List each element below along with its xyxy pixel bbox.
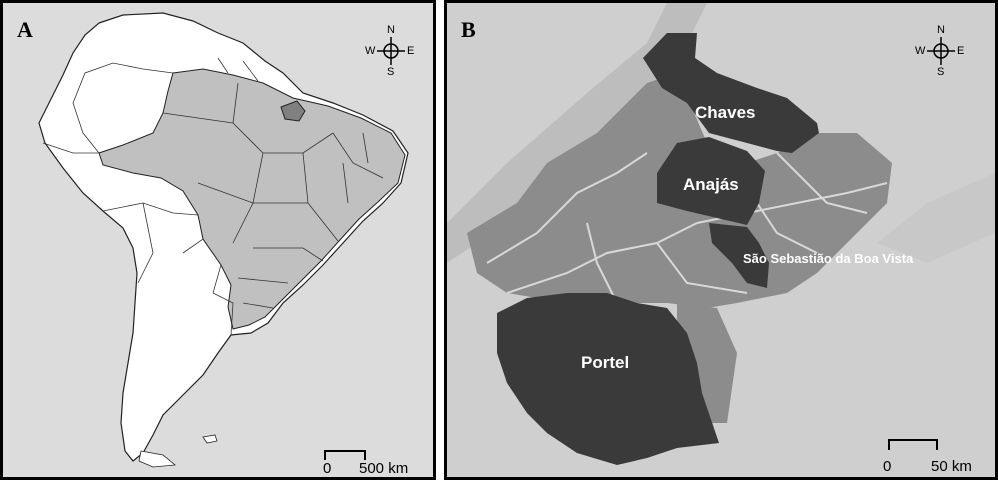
label-portel: Portel [581,353,630,372]
compass-s: S [387,66,395,78]
brazil-state-borders [162,82,384,309]
scale-bar-a [324,450,366,460]
compass-w: W [365,45,376,57]
country-borders [42,57,259,336]
compass-rose-a: N S E W [363,23,419,79]
scale-zero-a: 0 [323,460,332,477]
panel-a-south-america-map: A N S E W 0 500 km [0,0,436,480]
panel-b-letter: B [461,17,476,42]
compass-icon [377,37,405,65]
tierra-del-fuego [138,450,176,468]
compass-n: N [387,24,395,36]
label-sao-sebastiao: São Sebastião da Boa Vista [743,251,914,266]
panel-a-letter: A [17,17,33,42]
river-band [447,3,707,263]
compass-icon [927,37,955,65]
highlighted-state [280,100,306,122]
scale-value-a: 500 km [359,460,409,477]
compass-e: E [407,45,415,57]
compass-rose-b: N S E W [913,23,969,79]
panel-b-marajo-map: B N S E W Chaves Anajás São Sebastião da… [444,0,998,480]
south-america-map-svg [38,12,409,468]
region-chaves [643,33,819,153]
brazil-area [98,68,406,330]
scale-value-b: 50 km [931,458,972,475]
marajo-map-svg [447,3,995,465]
compass-w: W [915,45,926,57]
compass-s: S [937,66,945,78]
scale-bar-b [888,439,938,450]
river-east [877,173,995,263]
label-chaves: Chaves [695,103,756,122]
scale-zero-b: 0 [883,458,892,475]
compass-e: E [957,45,965,57]
falkland-islands [202,434,218,444]
region-anajas [657,137,765,225]
region-portel [497,293,719,465]
compass-n: N [937,24,945,36]
label-anajas: Anajás [683,175,739,194]
region-sao-sebastiao [709,223,769,288]
